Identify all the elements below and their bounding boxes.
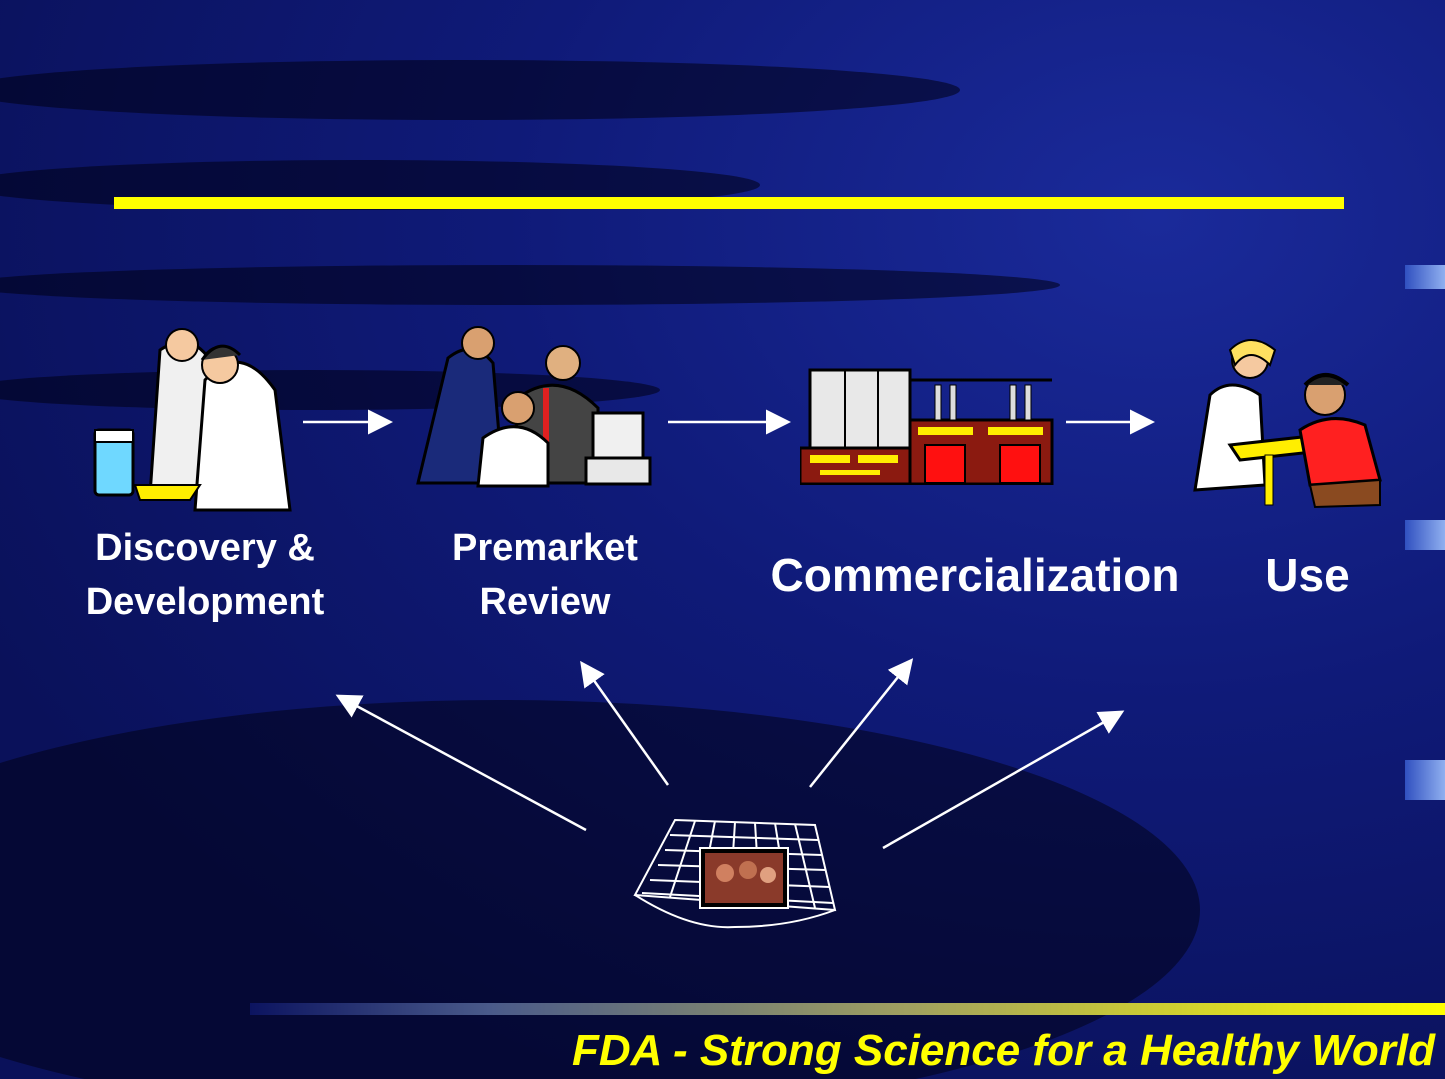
edge-tab	[1405, 265, 1445, 289]
footer-tagline: FDA - Strong Science for a Healthy World	[571, 1026, 1435, 1075]
edge-tab	[1405, 760, 1445, 800]
stage-label-line: Premarket	[452, 527, 638, 569]
bg-swoosh	[0, 265, 1060, 305]
stage-label-line: Discovery &	[95, 527, 315, 569]
stage-label-line: Development	[85, 581, 325, 623]
factory-clipart	[800, 368, 1054, 485]
net-arrow-discovery	[335, 694, 587, 832]
stage-label-discovery: Discovery & Development	[55, 521, 355, 629]
bg-swoosh	[0, 700, 1200, 1079]
scientists-clipart	[93, 328, 292, 512]
net-arrow-use	[882, 710, 1125, 850]
stage-label-line: Review	[479, 581, 611, 623]
net-arrow-premarket	[580, 660, 670, 786]
stage-label-use: Use	[1265, 549, 1350, 601]
stage-label-commercialization: Commercialization	[770, 549, 1180, 601]
review-team-clipart	[416, 326, 652, 488]
edge-tab	[1405, 520, 1445, 550]
net-arrow-commercialization	[809, 658, 914, 788]
nurse-patient-clipart	[1193, 339, 1382, 509]
title-underline-bar	[114, 197, 1344, 209]
bg-swoosh	[0, 60, 960, 120]
stage-label-premarket: Premarket Review	[405, 521, 685, 629]
safety-net-icon	[633, 818, 837, 929]
footer-bar	[250, 1003, 1445, 1015]
